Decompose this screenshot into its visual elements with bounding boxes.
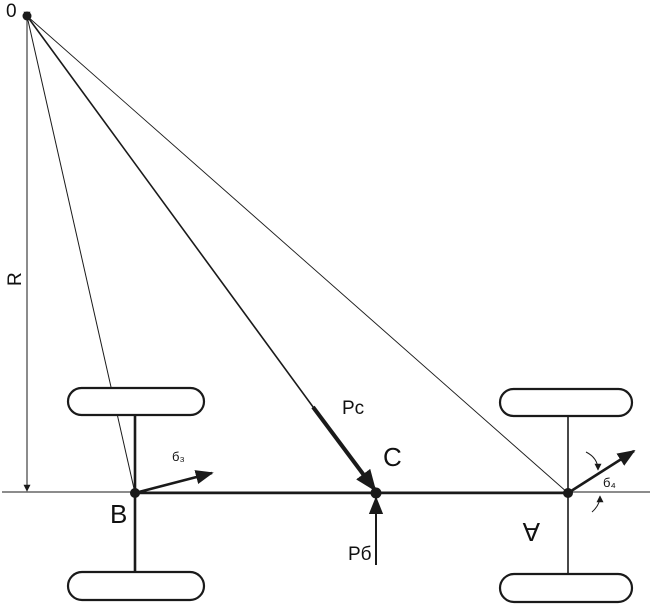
label-radius: R — [5, 272, 26, 286]
wheel-left-bottom — [66, 570, 206, 602]
label-point-a: A — [522, 517, 540, 547]
velocity-a-arrow — [567, 449, 636, 495]
point-b-dot — [130, 488, 140, 498]
angle-arrow-lower — [591, 495, 604, 513]
label-force-pc: Pс — [342, 398, 364, 419]
wheel-left-top — [66, 386, 206, 417]
force-pc-arrow — [311, 405, 377, 492]
wheel-right-top — [498, 387, 634, 418]
ray-to-a — [26, 15, 569, 494]
label-center: 0 — [6, 1, 17, 22]
point-c-dot — [370, 487, 382, 499]
point-a-dot — [563, 488, 573, 498]
label-point-c: C — [383, 442, 402, 472]
velocity-b-arrow — [134, 470, 214, 495]
label-angle-right: б₄ — [603, 475, 616, 490]
point-center-dot — [22, 11, 32, 21]
ray-to-b — [26, 15, 136, 494]
angle-arrow-upper — [585, 451, 602, 471]
label-point-b: B — [110, 499, 127, 529]
wheel-right-bottom — [498, 572, 634, 604]
label-angle-left: б₃ — [172, 449, 185, 464]
label-force-pb: Pб — [348, 544, 372, 565]
